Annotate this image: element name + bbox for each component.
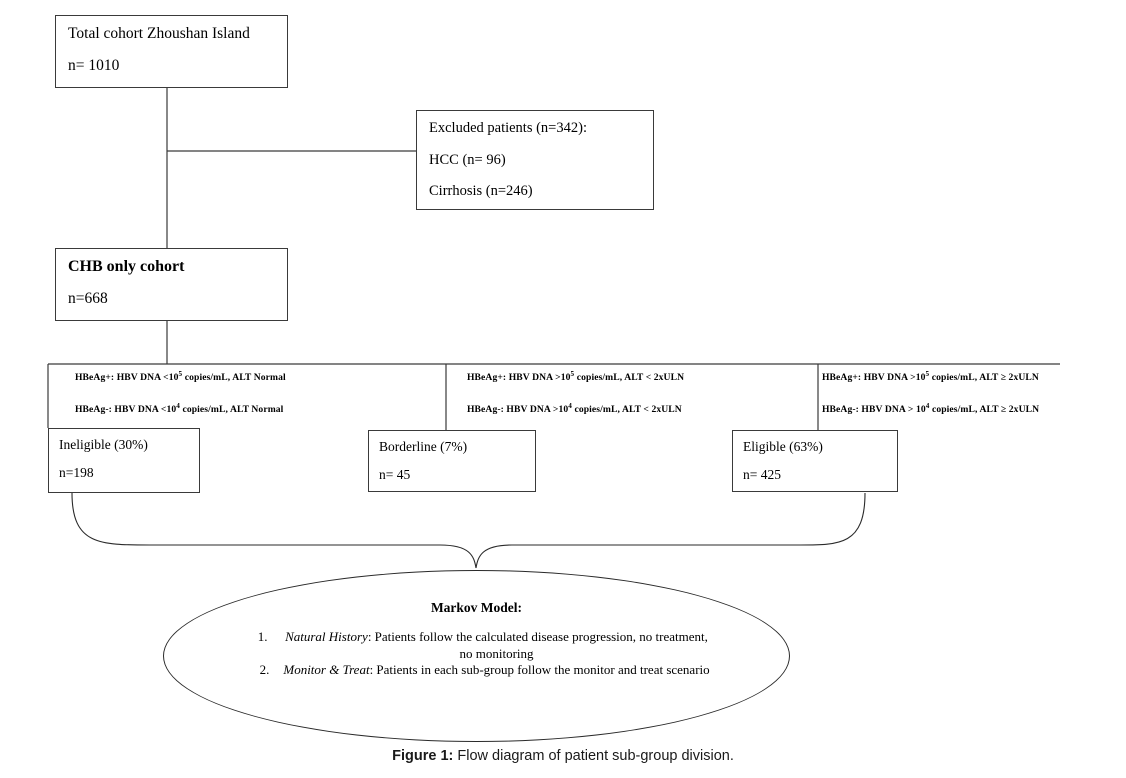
wire-drop-borderline-ellipse bbox=[446, 492, 476, 568]
node-total-cohort: Total cohort Zhoushan Island n= 1010 bbox=[55, 15, 288, 88]
wire-curve-left bbox=[71, 492, 477, 569]
figure-caption-text: Flow diagram of patient sub-group divisi… bbox=[457, 748, 734, 764]
criteria-text: copies/mL, ALT < 2xULN bbox=[571, 403, 682, 415]
markov-item-number: 2. bbox=[259, 662, 270, 678]
excluded-item-cirrhosis: Cirrhosis (n=246) bbox=[429, 183, 533, 199]
markov-model-title: Markov Model: bbox=[430, 600, 523, 615]
node-eligible: Eligible (63%) n= 425 bbox=[732, 430, 898, 492]
total-cohort-count: n= 1010 bbox=[68, 57, 120, 74]
eligible-title: Eligible (63%) bbox=[743, 439, 823, 454]
markov-item-description: : Patients in each sub-group follow the … bbox=[369, 662, 710, 678]
chb-cohort-title: CHB only cohort bbox=[68, 258, 185, 275]
ineligible-title: Ineligible (30%) bbox=[59, 437, 148, 452]
markov-item-description: : Patients follow the calculated disease… bbox=[367, 629, 708, 661]
criteria-eligible: HBeAg+: HBV DNA >105 copies/mL, ALT ≥ 2x… bbox=[822, 369, 1040, 415]
markov-item-text: Monitor & Treat: Patients in each sub-gr… bbox=[283, 662, 709, 679]
criteria-text: HBeAg+: HBV DNA >10 bbox=[467, 372, 571, 383]
node-ineligible: Ineligible (30%) n=198 bbox=[48, 428, 200, 493]
criteria-text: copies/mL, ALT ≥ 2xULN bbox=[929, 372, 1039, 383]
criteria-text: HBeAg+: HBV DNA >10 bbox=[822, 372, 926, 383]
excluded-item-hcc: HCC (n= 96) bbox=[429, 152, 506, 168]
criteria-borderline-hbeag-negative: HBeAg-: HBV DNA >104 copies/mL, ALT < 2x… bbox=[467, 402, 684, 415]
borderline-count: n= 45 bbox=[379, 467, 411, 482]
figure-caption-label: Figure 1: bbox=[392, 748, 454, 764]
excluded-title: Excluded patients (n=342): bbox=[429, 120, 587, 136]
criteria-borderline-hbeag-positive: HBeAg+: HBV DNA >105 copies/mL, ALT < 2x… bbox=[467, 369, 685, 383]
node-excluded-patients: Excluded patients (n=342): HCC (n= 96) C… bbox=[416, 110, 654, 210]
criteria-exponent: 4 bbox=[176, 401, 180, 410]
node-chb-cohort: CHB only cohort n=668 bbox=[55, 248, 288, 321]
criteria-borderline: HBeAg+: HBV DNA >105 copies/mL, ALT < 2x… bbox=[467, 369, 685, 415]
criteria-eligible-hbeag-negative: HBeAg-: HBV DNA > 104 copies/mL, ALT ≥ 2… bbox=[822, 402, 1040, 415]
node-markov-model-ellipse bbox=[163, 570, 790, 742]
criteria-exponent: 5 bbox=[570, 369, 575, 378]
figure-caption: Figure 1: Flow diagram of patient sub-gr… bbox=[0, 748, 1126, 764]
criteria-text: HBeAg-: HBV DNA > 10 bbox=[822, 403, 926, 415]
criteria-text: copies/mL, ALT ≥ 2xULN bbox=[929, 403, 1040, 415]
markov-scenario-list: 1. Natural History: Patients follow the … bbox=[217, 629, 737, 679]
markov-item-scenario: Monitor & Treat bbox=[283, 662, 370, 678]
markov-model-content: Markov Model: 1. Natural History: Patien… bbox=[163, 570, 790, 742]
criteria-exponent: 4 bbox=[925, 401, 930, 410]
criteria-text: HBeAg-: HBV DNA <10 bbox=[75, 403, 177, 415]
markov-item-number: 1. bbox=[257, 629, 268, 644]
eligible-count: n= 425 bbox=[743, 467, 781, 482]
wire-curve-right bbox=[475, 492, 866, 569]
markov-item-text: Natural History: Patients follow the cal… bbox=[282, 629, 712, 662]
criteria-text: HBeAg-: HBV DNA >10 bbox=[467, 403, 569, 415]
list-item: 1. Natural History: Patients follow the … bbox=[217, 629, 737, 662]
criteria-exponent: 5 bbox=[178, 369, 183, 378]
criteria-ineligible: HBeAg+: HBV DNA <105 copies/mL, ALT Norm… bbox=[75, 369, 286, 415]
criteria-ineligible-hbeag-negative: HBeAg-: HBV DNA <104 copies/mL, ALT Norm… bbox=[75, 402, 286, 415]
node-borderline: Borderline (7%) n= 45 bbox=[368, 430, 536, 492]
total-cohort-title: Total cohort Zhoushan Island bbox=[68, 25, 250, 42]
borderline-title: Borderline (7%) bbox=[379, 439, 468, 454]
criteria-text: copies/mL, ALT Normal bbox=[182, 372, 286, 383]
criteria-ineligible-hbeag-positive: HBeAg+: HBV DNA <105 copies/mL, ALT Norm… bbox=[75, 369, 286, 383]
criteria-eligible-hbeag-positive: HBeAg+: HBV DNA >105 copies/mL, ALT ≥ 2x… bbox=[822, 369, 1039, 383]
markov-item-scenario: Natural History bbox=[285, 629, 368, 644]
criteria-text: copies/mL, ALT Normal bbox=[179, 403, 284, 415]
list-item: 2. Monitor & Treat: Patients in each sub… bbox=[217, 662, 737, 679]
chb-cohort-count: n=668 bbox=[68, 290, 108, 307]
ineligible-count: n=198 bbox=[59, 465, 94, 480]
criteria-text: copies/mL, ALT < 2xULN bbox=[574, 372, 685, 383]
criteria-exponent: 5 bbox=[925, 369, 930, 378]
criteria-text: HBeAg+: HBV DNA <10 bbox=[75, 372, 179, 383]
criteria-exponent: 4 bbox=[568, 401, 572, 410]
